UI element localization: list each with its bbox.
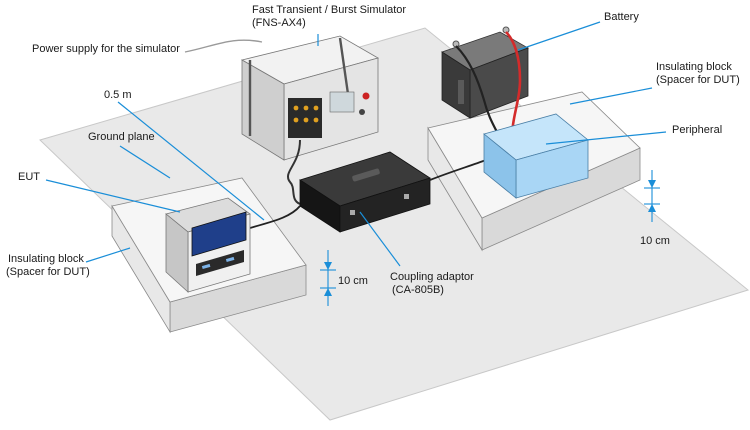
leader-insulating-block-left	[85, 247, 131, 263]
label-insulating-block-left-line2: (Spacer for DUT)	[6, 266, 90, 278]
simulator-display	[329, 91, 355, 113]
leader-insulating-block-right	[569, 87, 653, 105]
leader-peripheral	[545, 131, 667, 145]
label-power-supply: Power supply for the simulator	[32, 43, 180, 55]
peripheral-device	[483, 113, 589, 199]
coax-cable	[287, 139, 301, 205]
label-10cm-left: 10 cm	[338, 275, 368, 287]
fns-ax4-simulator	[240, 35, 380, 161]
eut-screen	[191, 211, 247, 257]
label-insulating-block-right-line1: Insulating block	[656, 61, 732, 73]
dimension-10cm-right	[644, 170, 660, 222]
label-simulator-title: Fast Transient / Burst Simulator	[252, 4, 406, 16]
battery-cable-black	[455, 45, 499, 135]
eut-cable	[249, 205, 301, 229]
leader-ground-plane	[119, 145, 171, 179]
ca-805b-coupling-adaptor	[299, 151, 431, 233]
leader-half-meter	[117, 101, 265, 221]
eut-device	[165, 197, 251, 293]
coupling-adaptor-handle	[352, 168, 380, 182]
label-battery: Battery	[604, 11, 639, 23]
label-ground-plane: Ground plane	[88, 131, 155, 143]
leader-battery	[517, 21, 601, 51]
power-supply-cable	[184, 39, 263, 53]
label-coupling-model: (CA-805B)	[392, 284, 444, 296]
label-10cm-right: 10 cm	[640, 235, 670, 247]
label-simulator-model: (FNS-AX4)	[252, 17, 306, 29]
label-half-meter: 0.5 m	[104, 89, 132, 101]
label-peripheral: Peripheral	[672, 124, 722, 136]
leader-coupling-adaptor	[359, 211, 401, 267]
label-coupling-adaptor: Coupling adaptor	[390, 271, 474, 283]
peripheral-cable	[429, 159, 487, 181]
label-eut: EUT	[18, 171, 40, 183]
battery-cable-red	[505, 31, 522, 137]
simulator-red-button	[362, 92, 370, 100]
leader-eut	[45, 179, 181, 213]
label-insulating-block-right-line2: (Spacer for DUT)	[656, 74, 740, 86]
label-insulating-block-left-line1: Insulating block	[8, 253, 84, 265]
dimension-10cm-left	[320, 250, 336, 306]
